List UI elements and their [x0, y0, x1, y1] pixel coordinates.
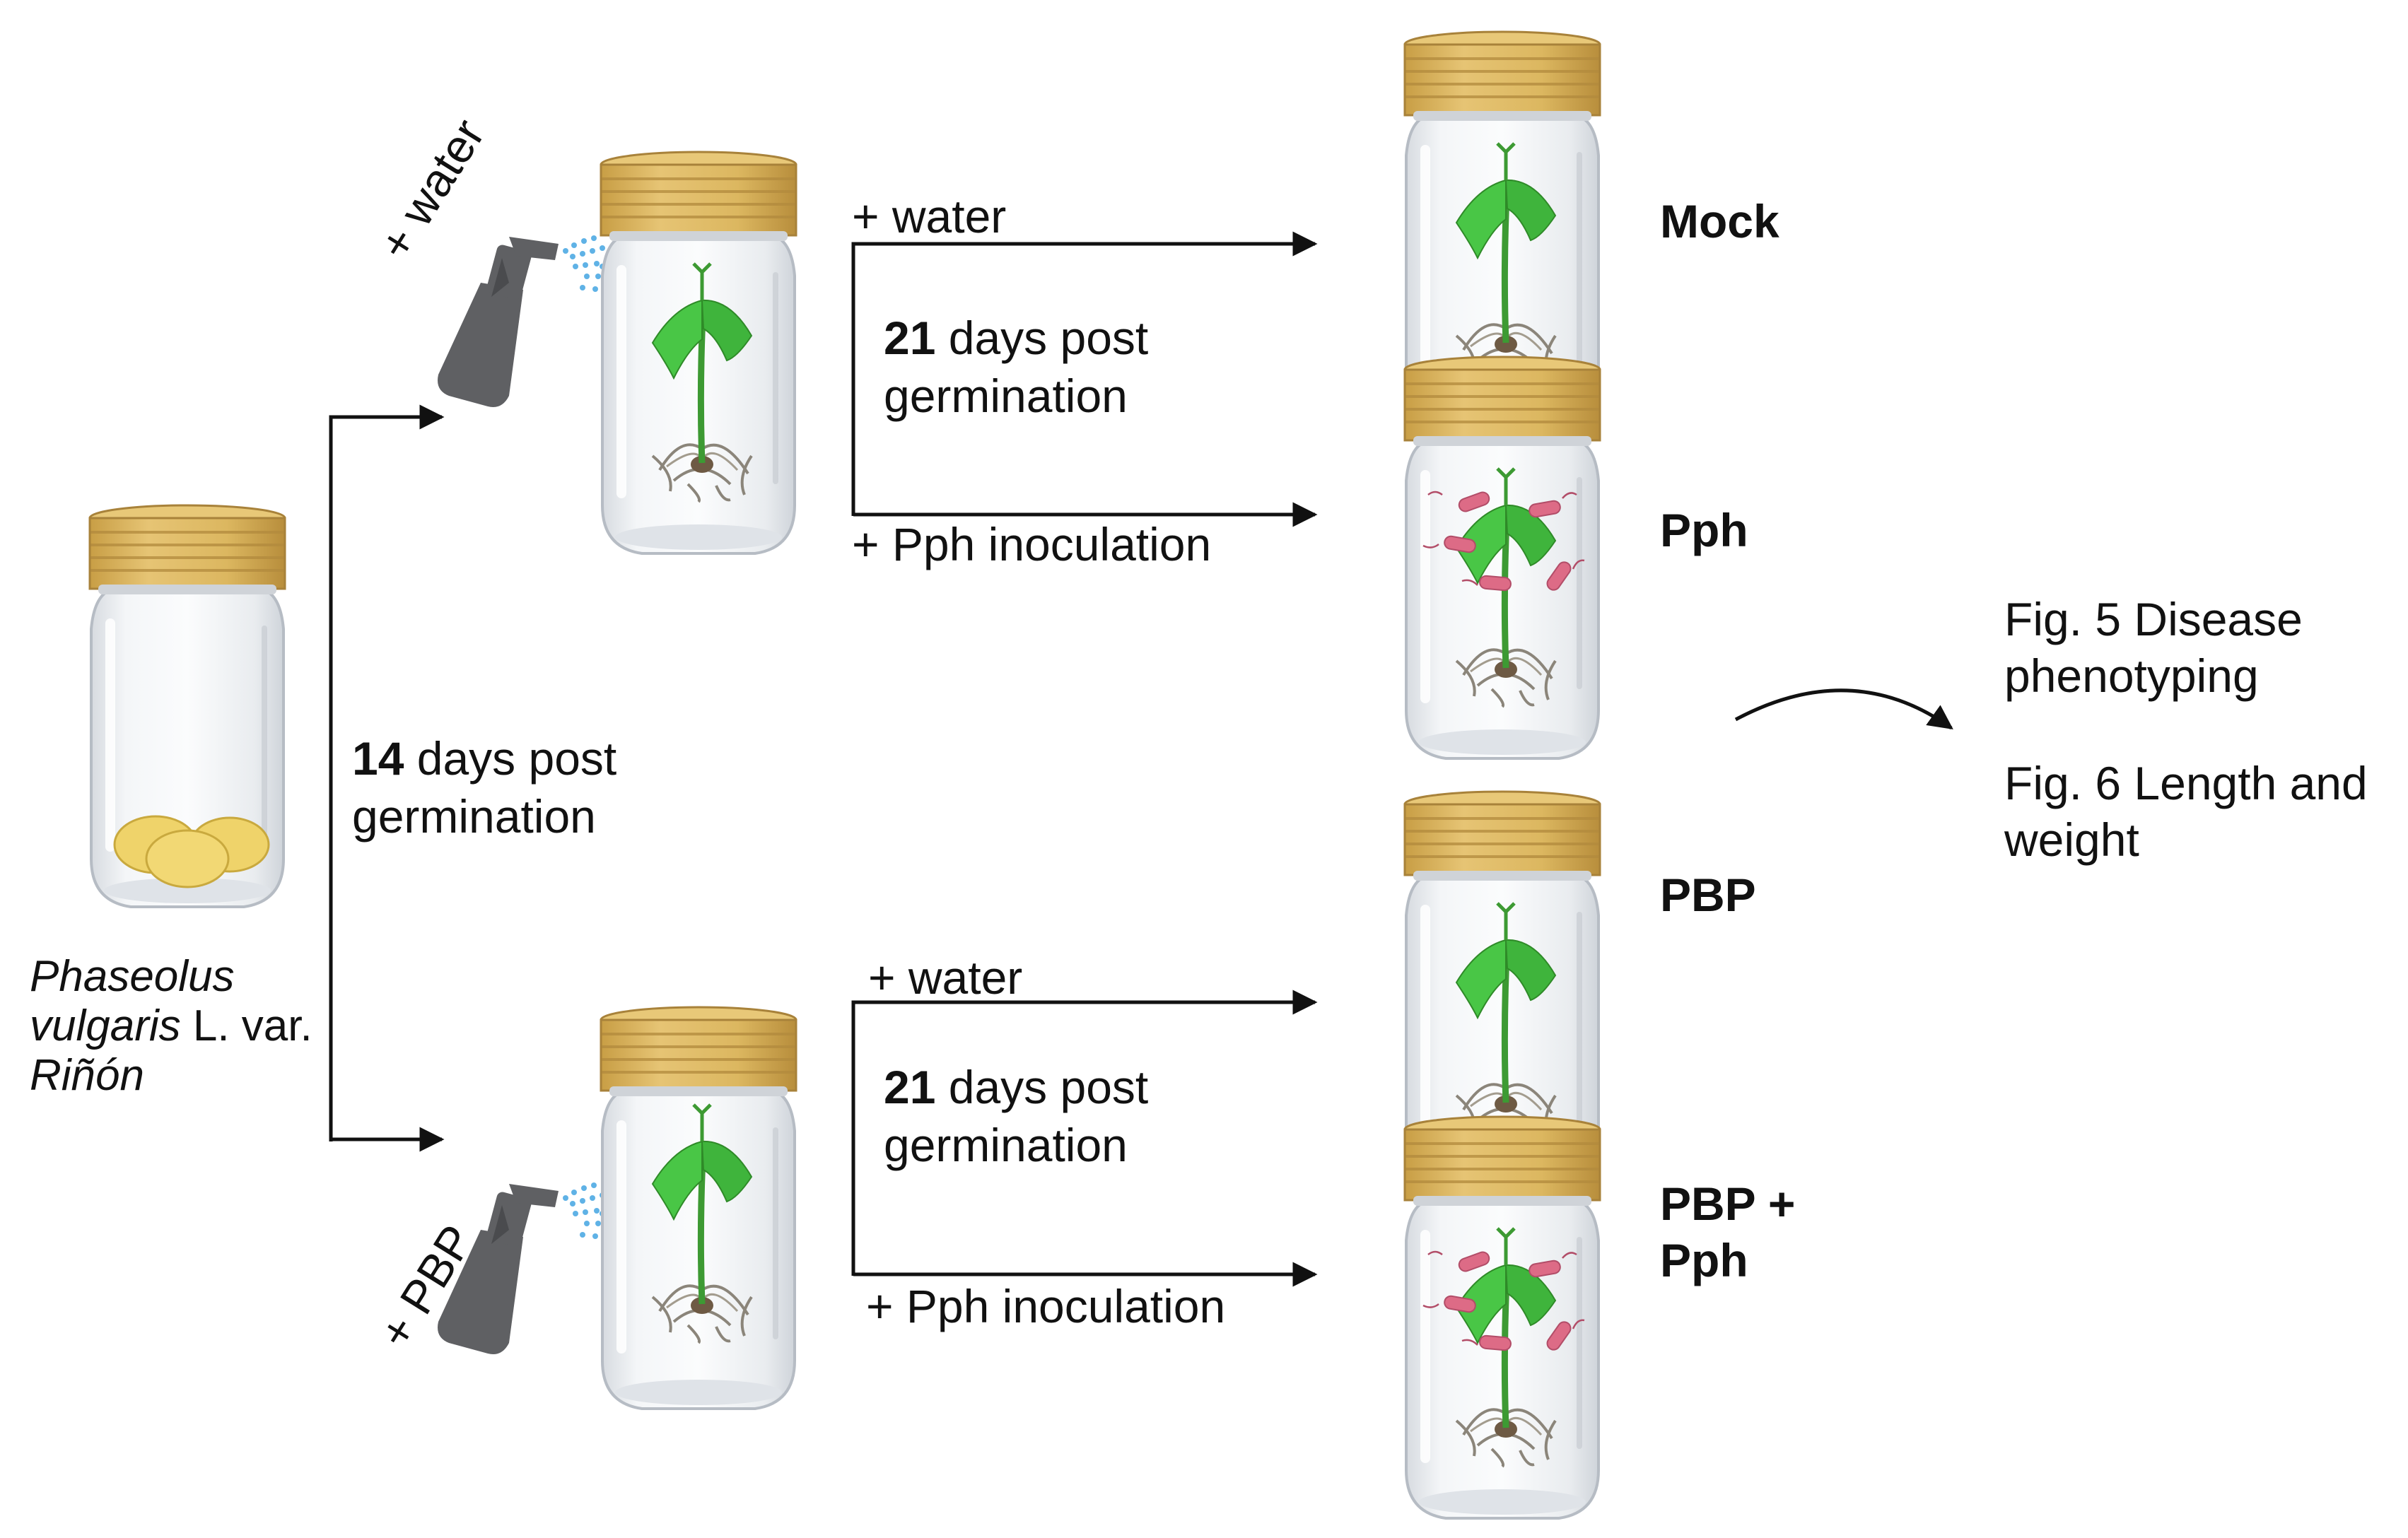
stage1-germination-label: germination: [352, 790, 596, 843]
branch-stage2-top: [851, 231, 1318, 527]
treatment-pbp-pph-line1: PBP +: [1660, 1178, 1796, 1230]
output-fig6-line2: weight: [2004, 814, 2139, 866]
top-days-number: 21: [884, 312, 936, 364]
bottom-days-label: 21 days post: [884, 1060, 1148, 1115]
top-germination-label: germination: [884, 370, 1128, 422]
jar-pph: [1403, 356, 1601, 760]
branch-stage2-bottom: [851, 990, 1318, 1287]
bottom-days-number: 21: [884, 1061, 936, 1113]
stage1-days-text: days post: [404, 732, 617, 785]
stage1-days-number: 14: [352, 732, 404, 785]
species-line1: Phaseolus: [30, 952, 235, 1001]
jar-pbp-pph: [1403, 1115, 1601, 1520]
treatment-pph: Pph: [1660, 504, 1748, 556]
top-days-label: 21 days post: [884, 311, 1148, 366]
variety-label: Riñón: [30, 1051, 144, 1100]
branch-stage1: [329, 404, 445, 1152]
jar-icon: [600, 151, 797, 555]
treatment-mock: Mock: [1660, 195, 1779, 247]
seed-jar: [88, 504, 286, 908]
top-days-text: days post: [935, 312, 1149, 364]
output-fig5-line1: Fig. 5 Disease: [2004, 593, 2303, 645]
bottom-water-label: + water: [868, 951, 1023, 1004]
top-water-label: + water: [852, 190, 1007, 242]
mist-icon: [563, 235, 605, 292]
bottom-days-text: days post: [935, 1061, 1149, 1113]
seed-icon: [113, 815, 270, 888]
jar-icon: [600, 1006, 797, 1410]
bottom-pph-label: + Pph inoculation: [866, 1280, 1226, 1332]
species-rest-text: L. var.: [180, 1002, 312, 1050]
curved-arrow-icon: [1734, 688, 1953, 730]
output-fig6-line1: Fig. 6 Length and: [2004, 757, 2368, 809]
top-pph-label: + Pph inoculation: [852, 518, 1212, 570]
output-fig5-line2: phenotyping: [2004, 650, 2259, 702]
mist-icon: [563, 1182, 605, 1239]
species-genus-text: vulgaris: [30, 1002, 181, 1050]
spray-bottle-icon: [438, 237, 559, 407]
stage1-days-label: 14 days post: [352, 732, 616, 787]
treatment-pbp-pph-line2: Pph: [1660, 1234, 1748, 1286]
species-line2: vulgaris L. var.: [30, 1000, 312, 1052]
treatment-pbp: PBP: [1660, 869, 1756, 921]
bottom-germination-label: germination: [884, 1119, 1128, 1171]
